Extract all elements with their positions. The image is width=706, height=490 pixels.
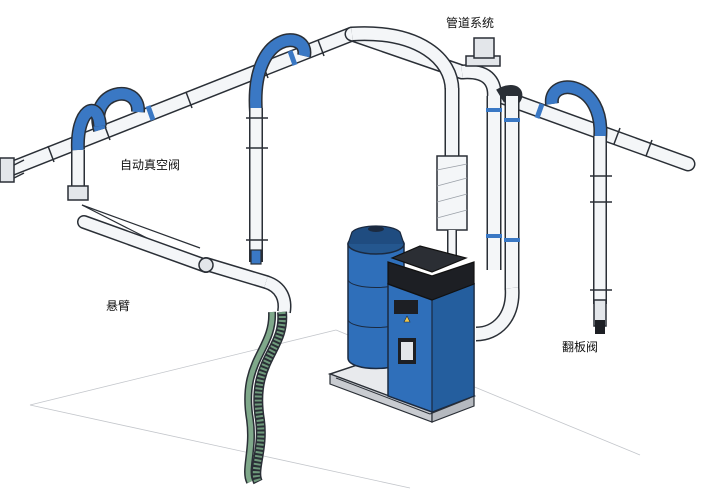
label-suspension-arm: 悬臂 bbox=[106, 299, 131, 313]
wall-bracket-left bbox=[0, 157, 25, 183]
base-rails bbox=[335, 377, 471, 415]
label-pipe-system: 管道系统 bbox=[446, 16, 495, 30]
drop-pipe-3 bbox=[544, 80, 612, 334]
cyclone-filter-icon bbox=[436, 155, 468, 256]
label-flap-valve: 翻板阀 bbox=[562, 340, 599, 354]
central-vacuum-unit-icon bbox=[327, 225, 477, 423]
drop-pipe-1 bbox=[67, 86, 145, 201]
riser-pipes bbox=[351, 26, 523, 342]
label-auto-vacuum-valve: 自动真空阀 bbox=[120, 158, 181, 172]
drop-pipe-2 bbox=[246, 33, 312, 265]
suspension-arm bbox=[77, 204, 292, 314]
floor-lines bbox=[29, 329, 641, 489]
main-pipe-left bbox=[0, 26, 360, 178]
flexible-hose bbox=[244, 311, 288, 485]
